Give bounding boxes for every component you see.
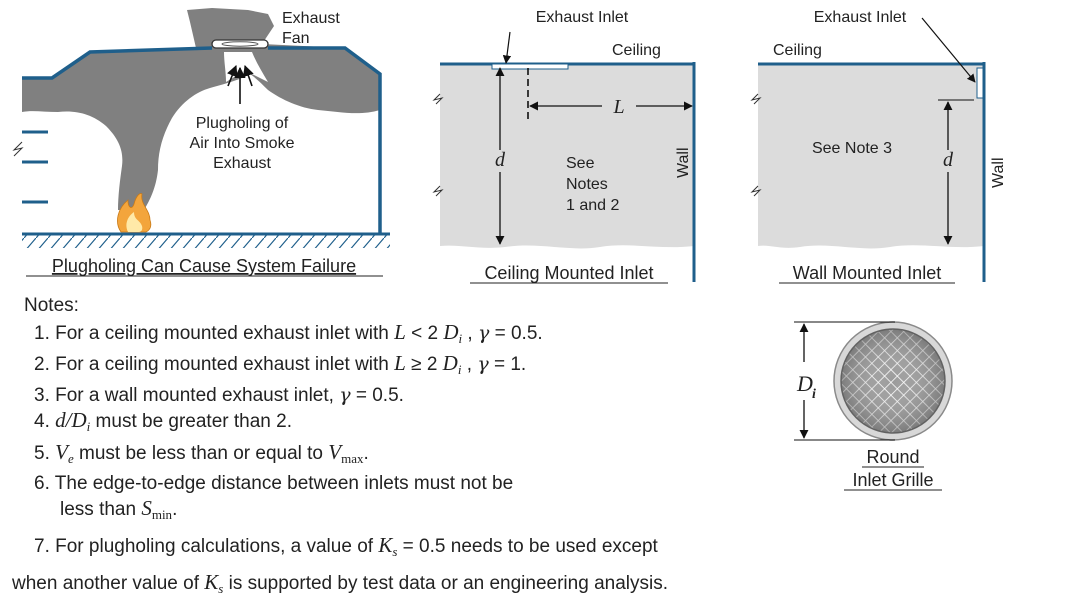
- wall-label-2: Wall: [990, 157, 1007, 188]
- d-symbol: d: [495, 149, 506, 171]
- plugholing-label: Plugholing of: [196, 115, 289, 132]
- ground-hatch: [22, 235, 390, 248]
- note-6: 6. The edge-to-edge distance between inl…: [34, 472, 514, 494]
- left-wall-openings: [22, 130, 48, 204]
- note-3: 3. For a wall mounted exhaust inlet, γ =…: [34, 383, 404, 406]
- plughole-arrows: [227, 64, 254, 104]
- plugholing-label-3: Exhaust: [213, 155, 271, 172]
- note-7: 7. For plugholing calculations, a value …: [34, 532, 658, 559]
- exhaust-fan-label-2: Fan: [282, 30, 310, 47]
- smoke-layer: [22, 8, 380, 210]
- notes-block: Notes: 1. For a ceiling mounted exhaust …: [12, 294, 784, 602]
- see-notes-label-3: 1 and 2: [566, 197, 619, 214]
- note-4: 4. d/Di must be greater than 2.: [34, 408, 292, 435]
- exhaust-inlet-label-2: Exhaust Inlet: [814, 9, 907, 26]
- note-5: 5. Ve must be less than or equal to Vmax…: [34, 439, 369, 466]
- round-grille-caption: Round: [866, 447, 919, 467]
- ceiling-inlet-panel: Exhaust Inlet Ceiling L d See Notes 1 an…: [432, 9, 696, 284]
- see-note-3-label: See Note 3: [812, 140, 892, 157]
- note-2: 2. For a ceiling mounted exhaust inlet w…: [34, 351, 527, 378]
- L-symbol: L: [612, 96, 624, 118]
- wall-label: Wall: [675, 147, 692, 178]
- exhaust-fan-label: Exhaust: [282, 10, 340, 27]
- room-section: [440, 64, 694, 249]
- wall-inlet: [976, 67, 984, 99]
- break-line: [12, 141, 24, 157]
- see-notes-label-2: Notes: [566, 176, 608, 193]
- note-6-cont: less than Smin.: [60, 496, 178, 523]
- fire-icon: [117, 193, 152, 233]
- diagram-canvas: Exhaust Fan Plugholing of Air Into Smoke…: [12, 8, 1007, 491]
- plugholing-panel: Exhaust Fan Plugholing of Air Into Smoke…: [12, 8, 390, 277]
- room-section-2: [758, 64, 984, 249]
- ceiling-inlet-caption: Ceiling Mounted Inlet: [484, 263, 653, 283]
- plugholing-caption: Plugholing Can Cause System Failure: [52, 256, 356, 276]
- see-notes-label: See: [566, 155, 595, 172]
- plugholing-label-2: Air Into Smoke: [190, 135, 295, 152]
- ceiling-inlet: [491, 63, 569, 70]
- note-1: 1. For a ceiling mounted exhaust inlet w…: [34, 319, 543, 346]
- ceiling-label-2: Ceiling: [773, 42, 822, 59]
- wall-inlet-caption: Wall Mounted Inlet: [793, 263, 941, 283]
- note-7-cont: when another value of Ks is supported by…: [12, 570, 668, 597]
- exhaust-inlet-label: Exhaust Inlet: [536, 9, 629, 26]
- round-grille-panel: D i Round Inlet Grille: [794, 321, 953, 491]
- wall-inlet-panel: Exhaust Inlet Ceiling See Note 3 d Wall …: [750, 9, 1007, 284]
- d-symbol-2: d: [943, 149, 954, 171]
- ceiling-label: Ceiling: [612, 42, 661, 59]
- Di-subscript: i: [812, 387, 816, 402]
- exhaust-fan-icon: [211, 39, 269, 49]
- notes-heading: Notes:: [24, 295, 79, 316]
- Di-symbol: D: [796, 371, 813, 396]
- round-grille-caption-2: Inlet Grille: [852, 470, 933, 490]
- room-outline: [22, 46, 213, 80]
